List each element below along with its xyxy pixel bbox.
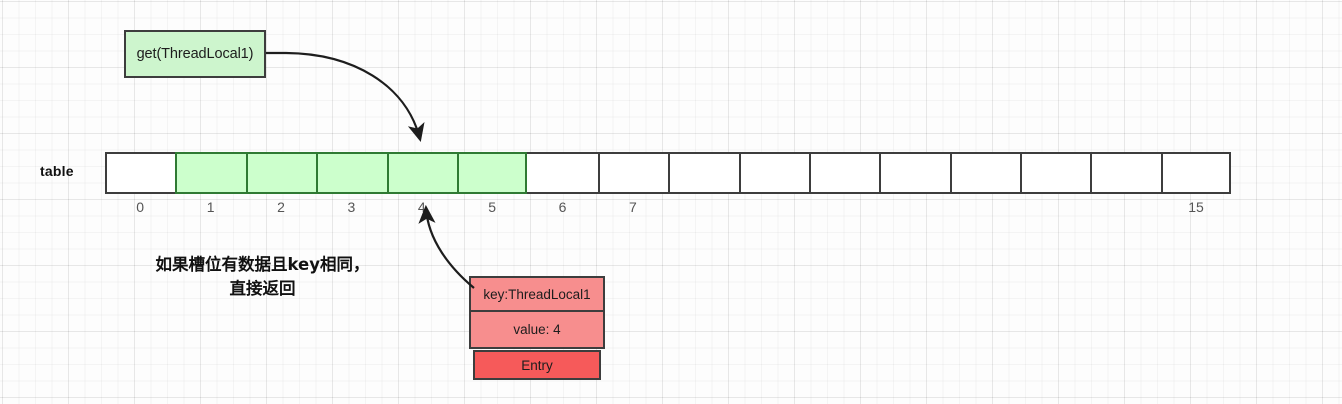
table-index-5: 5 [488, 199, 497, 215]
table-slot-8 [668, 152, 739, 194]
table-index-14 [1090, 199, 1160, 215]
entry-key-field: key:ThreadLocal1 [469, 276, 605, 312]
table-slot-11 [879, 152, 950, 194]
table-slot-13 [1020, 152, 1091, 194]
arrow-call-to-slot [266, 51, 425, 142]
table-slot-6 [527, 152, 598, 194]
table-slot-7 [597, 152, 669, 194]
table-label: table [40, 163, 74, 179]
table-slot-4 [386, 152, 457, 194]
annotation-note: 如果槽位有数据且key相同， 直接返回 [120, 253, 405, 301]
table-index-6: 6 [558, 199, 567, 215]
table-index-11 [879, 199, 949, 215]
table-index-10 [809, 199, 879, 215]
table-slot-1 [175, 152, 246, 194]
arrow-entry-to-slot [418, 204, 475, 289]
table-slot-0 [105, 152, 176, 194]
table-index-2: 2 [277, 199, 285, 215]
table-index-0: 0 [136, 199, 145, 215]
table-index-4: 4 [417, 199, 426, 215]
entry-value-field: value: 4 [469, 312, 605, 349]
table-slot-5 [456, 152, 528, 194]
get-call-box: get(ThreadLocal1) [124, 30, 266, 78]
table-slot-15 [1160, 152, 1232, 194]
table-slot-3 [316, 152, 387, 194]
table-index-3: 3 [347, 199, 356, 215]
entry-structure: key:ThreadLocal1 value: 4 Entry [469, 276, 605, 380]
entry-title-bar: Entry [473, 350, 601, 380]
table-index-1: 1 [206, 199, 215, 215]
annotation-line-2: 直接返回 [229, 278, 296, 298]
table-index-9 [739, 199, 809, 215]
get-call-label: get(ThreadLocal1) [136, 46, 254, 62]
annotation-line-1: 如果槽位有数据且key相同， [155, 255, 370, 274]
table-index-7: 7 [629, 199, 637, 215]
table-slot-12 [949, 152, 1021, 194]
table-index-8 [668, 199, 738, 215]
table-slot-10 [808, 152, 880, 194]
table-slot-2 [245, 152, 317, 194]
table-slots [105, 152, 1232, 194]
table-slot-14 [1090, 152, 1161, 194]
table-slot-9 [738, 152, 809, 194]
table-index-13 [1020, 199, 1090, 215]
table-index-15: 15 [1188, 199, 1204, 215]
table-index-12 [950, 199, 1020, 215]
table-index-labels: 0 1 2 3 4 5 6 7 15 [105, 199, 1231, 215]
